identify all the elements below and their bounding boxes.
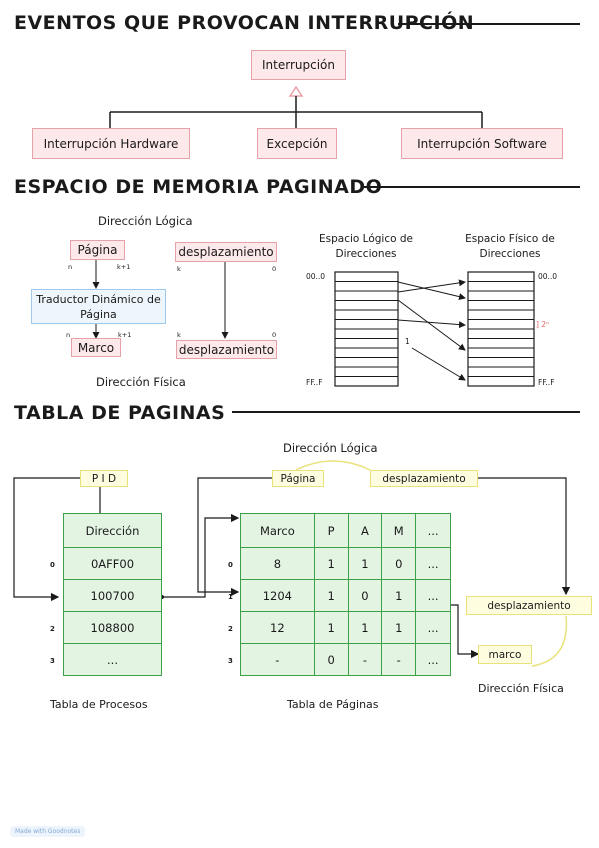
- row-index: 0: [50, 561, 55, 569]
- table-cell: ...: [415, 643, 451, 676]
- table-cell: 1: [347, 547, 383, 580]
- table-cell: 1: [347, 611, 383, 644]
- row-index: 0: [228, 561, 233, 569]
- divider: [398, 23, 580, 25]
- table-cell: 0: [381, 547, 417, 580]
- page-field-box: Página: [272, 470, 324, 487]
- table-cell: 1: [313, 547, 349, 580]
- offset-out-box: desplazamiento: [176, 340, 277, 359]
- process-row: 0AFF00: [63, 547, 162, 580]
- table-cell: ...: [415, 579, 451, 612]
- table-cell: 12: [240, 611, 315, 644]
- offset-box: desplazamiento: [175, 242, 277, 262]
- process-row: 108800: [63, 611, 162, 644]
- logical-address-label: Dirección Lógica: [283, 441, 378, 455]
- table-cell: 1: [313, 611, 349, 644]
- process-table: Dirección 0AFF00 100700 108800 ...: [63, 513, 162, 676]
- physical-frame-box: marco: [478, 645, 532, 664]
- row-index: 3: [50, 657, 55, 665]
- bit-label: n: [68, 263, 73, 271]
- software-interrupt-box: Interrupción Software: [401, 128, 563, 159]
- table-cell: -: [240, 643, 315, 676]
- table-cell: -: [381, 643, 417, 676]
- process-row: 100700: [63, 579, 162, 612]
- row-index: 3: [228, 657, 233, 665]
- interrupt-root-box: Interrupción: [251, 50, 346, 80]
- frame-box: Marco: [71, 338, 121, 357]
- bit-label: 0: [272, 265, 277, 273]
- physical-address-label: Dirección Física: [478, 682, 564, 695]
- mark-label: ] 2ⁿ: [536, 320, 550, 329]
- logical-address-title: Dirección Lógica: [98, 214, 193, 228]
- hardware-interrupt-box: Interrupción Hardware: [32, 128, 190, 159]
- table-cell: 0: [347, 579, 383, 612]
- bit-label: k: [177, 331, 181, 339]
- physical-space-title: Espacio Físico de Direcciones: [465, 233, 555, 260]
- table-cell: ...: [415, 547, 451, 580]
- bit-label: k+1: [118, 331, 132, 339]
- addr-end-label: FF..F: [538, 378, 555, 387]
- column-header: M: [381, 513, 417, 548]
- section-title-page-table: TABLA DE PAGINAS: [14, 402, 226, 424]
- page-table: Marco P A M ... 8 1 1 0 ... 1204 1 0 1 .…: [240, 513, 451, 676]
- goodnotes-badge: Made with Goodnotes: [10, 826, 86, 837]
- table-cell: 1: [313, 579, 349, 612]
- bit-label: k: [177, 265, 181, 273]
- table-cell: 8: [240, 547, 315, 580]
- column-header: A: [347, 513, 383, 548]
- table-cell: 0: [313, 643, 349, 676]
- addr-start-label: 00..0: [306, 272, 326, 281]
- column-header: P: [313, 513, 349, 548]
- dynamic-translator-box: Traductor Dinámico de Página: [31, 289, 166, 324]
- mark-label: 1: [405, 337, 410, 346]
- column-header: Marco: [240, 513, 315, 548]
- section-title-events: EVENTOS QUE PROVOCAN INTERRUPCIÓN: [14, 12, 475, 34]
- page-number-box: Página: [70, 240, 125, 260]
- table-cell: -: [347, 643, 383, 676]
- table-cell: 1204: [240, 579, 315, 612]
- bit-label: n: [66, 331, 71, 339]
- page-table-caption: Tabla de Páginas: [287, 698, 379, 711]
- physical-offset-box: desplazamiento: [466, 596, 592, 615]
- column-header: ...: [415, 513, 451, 548]
- process-table-caption: Tabla de Procesos: [50, 698, 148, 711]
- process-table-header: Dirección: [63, 513, 162, 548]
- row-index: 2: [50, 625, 55, 633]
- bit-label: k+1: [117, 263, 131, 271]
- divider: [232, 411, 580, 413]
- table-cell: ...: [415, 611, 451, 644]
- offset-field-box: desplazamiento: [370, 470, 478, 487]
- pid-box: P I D: [80, 470, 128, 487]
- table-cell: 1: [381, 579, 417, 612]
- divider: [364, 186, 580, 188]
- addr-end-label: FF..F: [306, 378, 323, 387]
- row-index: 2: [228, 625, 233, 633]
- exception-box: Excepción: [257, 128, 337, 159]
- bit-label: 0: [272, 331, 277, 339]
- addr-start-label: 00..0: [538, 272, 558, 281]
- table-cell: 1: [381, 611, 417, 644]
- section-title-paged-memory: ESPACIO DE MEMORIA PAGINADO: [14, 176, 383, 198]
- row-index: 1: [228, 593, 233, 601]
- physical-address-title: Dirección Física: [96, 375, 186, 389]
- process-row: ...: [63, 643, 162, 676]
- row-index: 1: [50, 593, 55, 601]
- logical-space-title: Espacio Lógico de Direcciones: [319, 233, 413, 260]
